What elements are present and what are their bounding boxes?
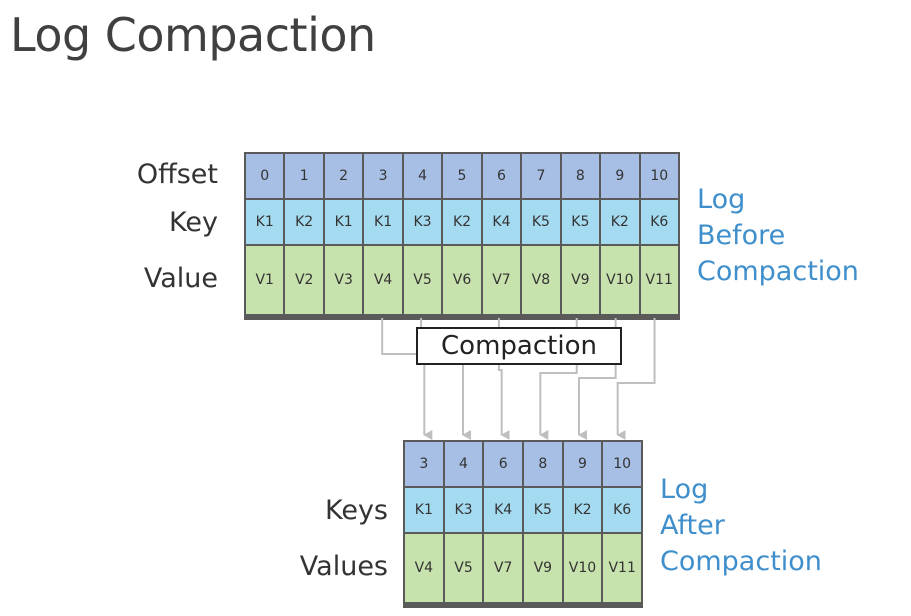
after-offset-cell: 6 [484, 442, 522, 486]
before-value-cell: V6 [443, 246, 481, 314]
before-offset-cell: 8 [561, 154, 600, 198]
before-key-cell: K2 [601, 200, 639, 244]
before-offset-cell: 3 [364, 154, 402, 198]
before-key-cell: K4 [482, 200, 521, 244]
after-value-cell: V9 [524, 534, 562, 602]
before-key-cell: K2 [285, 200, 323, 244]
before-offset-cell: 0 [246, 154, 284, 198]
log-before-label-line3: Compaction [697, 256, 859, 287]
after-value-cell: V5 [444, 534, 483, 602]
log-before-label-line2: Before [697, 220, 786, 251]
before-key-cell: K1 [246, 200, 284, 244]
after-key-cell: K6 [603, 488, 641, 532]
before-key-cell: K6 [640, 200, 678, 244]
after-values-label: Values [299, 551, 388, 582]
after-offset-cell: 3 [405, 442, 443, 486]
before-key-cell: K1 [324, 200, 363, 244]
before-key-cell: K1 [364, 200, 402, 244]
after-key-cell: K5 [524, 488, 562, 532]
before-offset-cell: 10 [640, 154, 678, 198]
after-key-cell: K3 [444, 488, 483, 532]
after-value-cell: V10 [563, 534, 602, 602]
before-value-cell: V2 [285, 246, 323, 314]
before-value-cell: V3 [324, 246, 363, 314]
after-offset-cell: 4 [444, 442, 483, 486]
before-offset-cell: 1 [285, 154, 323, 198]
before-key-cell: K5 [561, 200, 600, 244]
before-value-cell: V7 [482, 246, 521, 314]
before-offset-cell: 2 [324, 154, 363, 198]
before-offset-cell: 5 [443, 154, 481, 198]
after-offset-cell: 9 [563, 442, 602, 486]
before-value-label: Value [143, 263, 218, 294]
before-key-label: Key [169, 207, 218, 238]
before-value-cell: V8 [522, 246, 560, 314]
before-offset-cell: 7 [522, 154, 560, 198]
before-key-cell: K2 [443, 200, 481, 244]
log-before-label: Log Before Compaction [697, 182, 859, 290]
log-after-label-line3: Compaction [660, 546, 822, 577]
before-offset-label: Offset [136, 159, 218, 190]
compaction-arrow [381, 318, 433, 440]
before-value-cell: V10 [601, 246, 639, 314]
before-value-cell: V4 [364, 246, 402, 314]
before-value-cell: V9 [561, 246, 600, 314]
before-offset-cell: 4 [403, 154, 442, 198]
log-before-label-line1: Log [697, 184, 746, 215]
after-key-cell: K1 [405, 488, 443, 532]
after-offset-cell: 8 [524, 442, 562, 486]
after-offset-cell: 10 [603, 442, 641, 486]
after-value-cell: V7 [484, 534, 522, 602]
compaction-box: Compaction [416, 327, 622, 365]
compaction-arrow [616, 318, 656, 440]
before-key-cell: K3 [403, 200, 442, 244]
log-after-label-line1: Log [660, 474, 709, 505]
after-keys-label: Keys [324, 495, 388, 526]
before-value-cell: V1 [246, 246, 284, 314]
before-key-cell: K5 [522, 200, 560, 244]
before-value-cell: V5 [403, 246, 442, 314]
after-key-cell: K4 [484, 488, 522, 532]
before-value-cell: V11 [640, 246, 678, 314]
log-after-label: Log After Compaction [660, 472, 822, 580]
after-key-cell: K2 [563, 488, 602, 532]
after-value-cell: V11 [603, 534, 641, 602]
log-after-label-line2: After [660, 510, 725, 541]
before-offset-cell: 9 [601, 154, 639, 198]
after-value-cell: V4 [405, 534, 443, 602]
page-title: Log Compaction [10, 8, 376, 62]
before-offset-cell: 6 [482, 154, 521, 198]
